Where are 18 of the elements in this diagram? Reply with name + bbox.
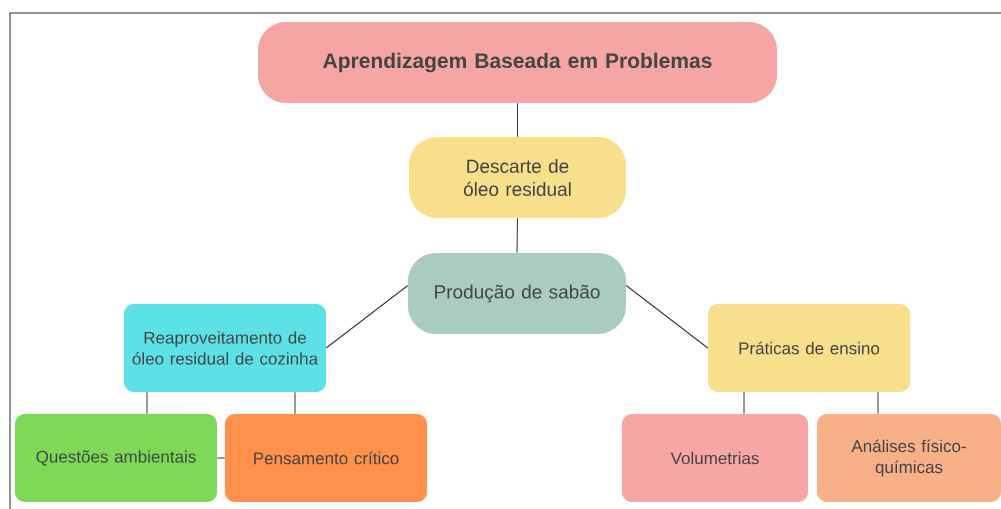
leaf-box: Análises físico-químicas: [817, 414, 1001, 502]
connector-line: [517, 102, 518, 138]
title-box: Aprendizagem Baseada em Problemas: [258, 22, 777, 103]
connector-line: [216, 457, 226, 459]
topic-box: Produção de sabão: [408, 253, 626, 334]
leaf-box: Volumetrias: [622, 414, 808, 502]
concept-box: Reaproveitamento de óleo residual de cozinha: [124, 304, 326, 392]
connector-line: [625, 285, 709, 349]
connector-line: [146, 391, 148, 415]
connector-line: [294, 391, 296, 415]
concept-box: Práticas de ensino: [708, 304, 910, 392]
topic-box: Descarte de óleo residual: [409, 137, 626, 218]
leaf-box: Questões ambientais: [15, 414, 217, 502]
connector-line: [743, 391, 745, 415]
connector-line: [877, 391, 879, 415]
leaf-box: Pensamento crítico: [225, 414, 427, 502]
connector-line: [325, 285, 409, 349]
connector-line: [516, 217, 518, 254]
